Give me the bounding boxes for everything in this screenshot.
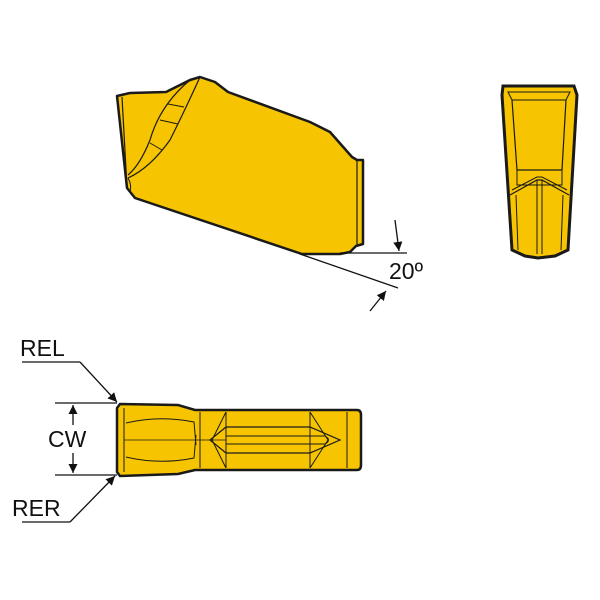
insert-side-view	[115, 75, 365, 256]
angle-label: 20º	[389, 258, 424, 284]
cw-label: CW	[48, 426, 87, 452]
insert-end-view	[500, 84, 579, 260]
edge-dimensions	[22, 361, 118, 523]
rer-label: RER	[12, 495, 61, 521]
insert-plan-view	[115, 402, 363, 478]
angle-dimension	[299, 219, 407, 312]
rel-label: REL	[20, 335, 65, 361]
